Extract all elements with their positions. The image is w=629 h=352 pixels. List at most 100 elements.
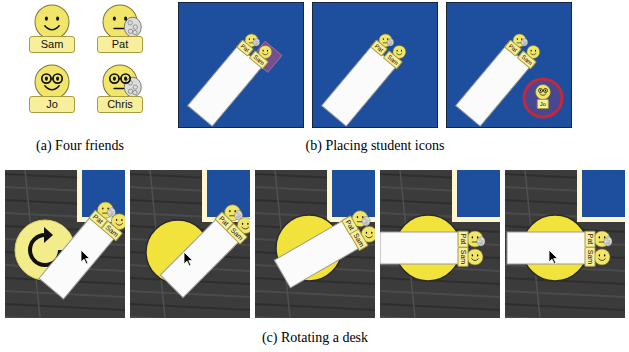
face-eye bbox=[116, 219, 117, 221]
face-mouth bbox=[599, 259, 606, 261]
face-mouth bbox=[531, 53, 536, 55]
face-mouth bbox=[366, 236, 373, 238]
glasses-lens bbox=[42, 74, 51, 83]
beard-curl bbox=[390, 44, 392, 46]
desk-name-tag: Jo bbox=[537, 99, 549, 109]
classroom-floor bbox=[457, 170, 500, 217]
photo-texture bbox=[505, 304, 625, 310]
face-eye bbox=[604, 236, 605, 238]
desk-name-tag: Sam bbox=[458, 247, 469, 267]
face-mouth bbox=[383, 42, 387, 43]
face-eye bbox=[102, 207, 103, 209]
face-mouth bbox=[242, 227, 249, 229]
face-eye bbox=[113, 16, 116, 20]
face-mouth bbox=[599, 242, 603, 243]
beard-curl bbox=[133, 85, 137, 89]
mouse-cursor bbox=[549, 250, 558, 264]
desk-top bbox=[380, 232, 460, 264]
face-eye bbox=[472, 236, 473, 238]
beard-curl bbox=[128, 89, 132, 93]
beard-curl bbox=[133, 25, 137, 29]
beard-curl bbox=[364, 222, 366, 224]
beard-curl bbox=[128, 29, 132, 33]
photo-texture bbox=[505, 317, 625, 318]
desk-top bbox=[507, 232, 587, 264]
face-eye bbox=[397, 50, 398, 52]
face-eye bbox=[383, 38, 384, 40]
face-eye bbox=[599, 236, 600, 238]
face-eye bbox=[249, 38, 250, 40]
beard bbox=[362, 216, 370, 225]
face-head bbox=[536, 85, 551, 100]
face-eye bbox=[477, 236, 478, 238]
beard-curl bbox=[608, 240, 610, 242]
photo-texture bbox=[5, 317, 125, 318]
face-eye bbox=[267, 50, 268, 52]
beard-curl bbox=[257, 41, 259, 43]
face-eye bbox=[253, 38, 254, 40]
face-eye bbox=[45, 16, 48, 20]
screenshot-panel bbox=[178, 2, 304, 128]
beard-curl bbox=[109, 213, 111, 215]
photo-texture bbox=[255, 291, 375, 297]
glasses-bridge bbox=[51, 78, 53, 80]
drag-target-ring bbox=[524, 79, 562, 117]
beard-curl bbox=[255, 40, 257, 42]
beard-curl bbox=[239, 214, 241, 216]
student-face bbox=[594, 249, 610, 265]
student-name-tag: Jo bbox=[29, 96, 75, 113]
face-eye bbox=[599, 254, 600, 256]
beard-curl bbox=[389, 43, 391, 45]
beard-curl bbox=[525, 41, 527, 43]
face-eye bbox=[113, 76, 116, 80]
mouse-cursor bbox=[81, 250, 90, 264]
face-eye bbox=[521, 38, 522, 40]
face-eye bbox=[357, 216, 358, 218]
face-head bbox=[594, 249, 610, 265]
beard-curl bbox=[255, 43, 257, 45]
face-mouth bbox=[263, 53, 268, 55]
screenshot-panel bbox=[312, 2, 438, 128]
beard-curl bbox=[389, 40, 391, 42]
beard-curl bbox=[236, 216, 238, 218]
beard-curl bbox=[481, 243, 483, 245]
beard-curl bbox=[523, 43, 525, 45]
beard-curl bbox=[366, 220, 368, 222]
glasses-bridge bbox=[119, 78, 121, 80]
face-mouth bbox=[517, 42, 521, 43]
beard bbox=[387, 39, 394, 47]
face-eye bbox=[45, 76, 48, 80]
student-name-tag: Chris bbox=[97, 96, 143, 113]
classroom-floor bbox=[312, 2, 438, 128]
face-mouth bbox=[103, 213, 107, 214]
beard-curl bbox=[112, 211, 114, 213]
face-mouth bbox=[116, 223, 123, 225]
face-head bbox=[35, 5, 69, 39]
face-mouth bbox=[397, 53, 402, 55]
student-face bbox=[536, 85, 551, 100]
glasses-lens bbox=[539, 88, 543, 92]
desk-name-tag: Sam bbox=[585, 247, 596, 267]
glasses-lens bbox=[543, 88, 547, 92]
classroom-floor bbox=[178, 2, 304, 128]
screenshot-panel bbox=[380, 170, 500, 318]
student-face bbox=[467, 249, 483, 265]
beard-curl bbox=[109, 209, 111, 211]
photo-texture bbox=[380, 304, 500, 310]
beard-curl bbox=[256, 44, 258, 46]
face-eye bbox=[477, 254, 478, 256]
beard-curl bbox=[128, 21, 132, 25]
student-face bbox=[35, 65, 69, 99]
face-head bbox=[467, 249, 483, 265]
face-mouth bbox=[114, 88, 123, 90]
beard bbox=[253, 39, 260, 47]
face-eye bbox=[247, 223, 248, 225]
face-eye bbox=[531, 50, 532, 52]
face-eye bbox=[56, 16, 59, 20]
beard bbox=[604, 237, 612, 246]
face-eye bbox=[229, 210, 230, 212]
beard-curl bbox=[133, 30, 137, 34]
screenshot-panel bbox=[5, 170, 125, 318]
student-name: Jo bbox=[46, 98, 58, 110]
